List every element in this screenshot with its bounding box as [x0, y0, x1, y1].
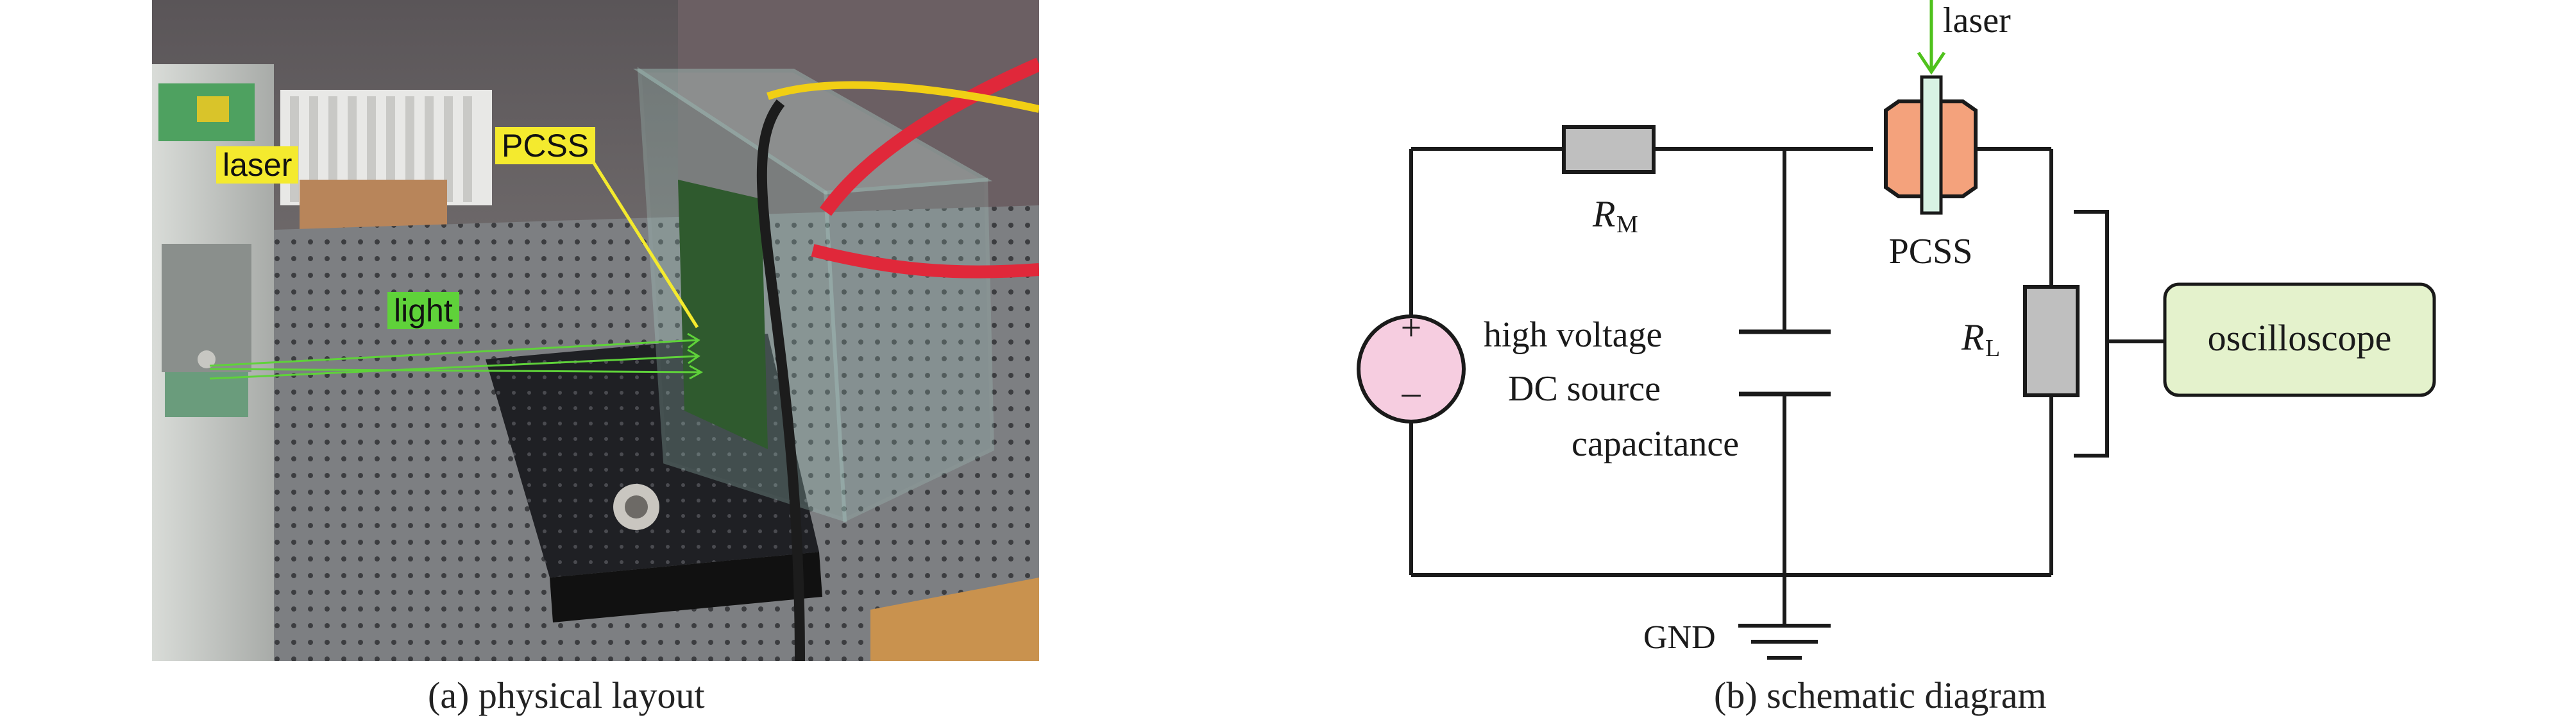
svg-text:L: L: [1985, 335, 2000, 362]
rm-label: R M: [1592, 193, 1638, 238]
rl-label: R L: [1961, 316, 2000, 362]
laser-label: laser: [1943, 1, 2011, 40]
laser-arrow: [1917, 0, 1946, 75]
svg-text:R: R: [1592, 193, 1615, 235]
source-label-line1: high voltage: [1484, 315, 1662, 355]
caption-physical-layout: (a) physical layout: [428, 674, 705, 716]
stage-side: [550, 552, 822, 622]
gnd-label: GND: [1643, 619, 1716, 656]
oscilloscope-label: oscilloscope: [2208, 317, 2392, 359]
physical-layout-photo: laser PCSS light: [152, 0, 1042, 662]
source-minus-sign: –: [1402, 371, 1421, 413]
light-beam-arrows: [209, 332, 704, 380]
resistor-rm: [1562, 125, 1656, 174]
svg-text:M: M: [1616, 211, 1638, 238]
resistor-rl: [2023, 285, 2080, 397]
schematic-diagram: + – oscilloscope laser PCSS R M R L high…: [1357, 0, 2436, 660]
caption-schematic-diagram: (b) schematic diagram: [1714, 674, 2047, 716]
pcss-stem: [1920, 75, 1943, 215]
laser-tag: laser: [216, 146, 299, 184]
wood-block: [870, 578, 1039, 661]
pcss-label: PCSS: [1889, 232, 1973, 271]
capacitance-label: capacitance: [1572, 424, 1739, 464]
source-plus-sign: +: [1401, 307, 1422, 348]
radiator: [280, 90, 492, 205]
circuit-wires: [1409, 147, 2165, 626]
pcss-tag: PCSS: [495, 127, 596, 164]
svg-text:R: R: [1961, 316, 1984, 358]
ground-symbol: [1738, 624, 1831, 660]
pcss-pointer-line: [586, 153, 699, 329]
oscilloscope-box: [2163, 282, 2436, 397]
dc-source: [1357, 314, 1466, 424]
photo-illustration: [152, 0, 1042, 662]
source-label-line2: DC source: [1508, 369, 1661, 409]
light-tag: light: [387, 292, 459, 329]
acrylic-box: [632, 57, 1042, 662]
